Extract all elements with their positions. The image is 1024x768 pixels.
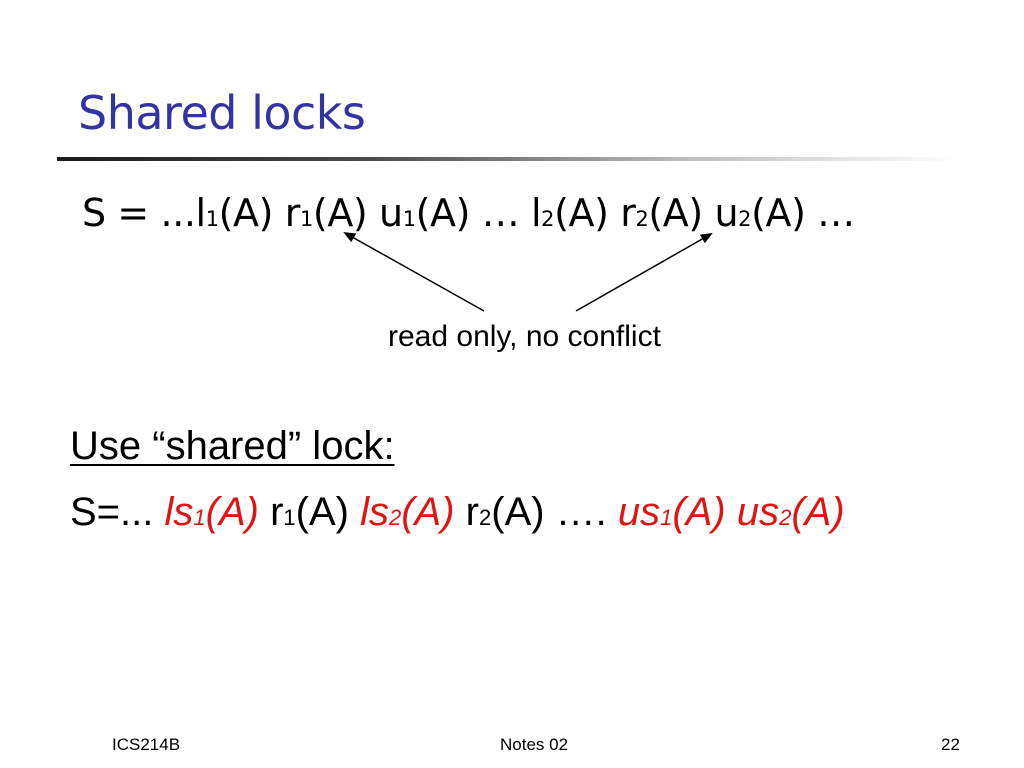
subscript: 2 — [779, 505, 792, 530]
arrow-to-r2 — [575, 233, 713, 312]
schedule-token: (A) u — [312, 191, 403, 235]
subscript: 2 — [479, 505, 492, 530]
annotation-text: read only, no conflict — [388, 320, 661, 353]
schedule-token: (A) — [205, 490, 259, 534]
schedule-token: (A) … — [751, 191, 855, 235]
schedule-token: r — [258, 490, 284, 534]
schedule-token: (A) …. — [491, 490, 618, 534]
schedule-token: ls — [164, 490, 194, 534]
arrow-to-r1 — [343, 232, 485, 312]
footer-notes: Notes 02 — [500, 735, 569, 754]
schedule-token: (A) r — [554, 191, 636, 235]
schedule-token: (A) — [672, 490, 737, 534]
schedule-token: r — [454, 490, 479, 534]
schedule-token: us — [617, 490, 661, 534]
schedule-token: (A) — [401, 490, 455, 534]
shared-lock-heading: Use “shared” lock: — [70, 424, 395, 468]
subscript: 1 — [283, 505, 296, 530]
subscript: 1 — [402, 207, 416, 231]
subscript: 1 — [205, 207, 219, 231]
title-divider — [57, 157, 957, 161]
schedule-token: ls — [360, 490, 389, 534]
schedule-token: (A) r — [218, 191, 301, 235]
subscript: 2 — [738, 207, 752, 231]
schedule-token: (A) — [791, 490, 845, 534]
subscript: 2 — [388, 505, 402, 530]
subscript: 1 — [299, 207, 313, 231]
schedule-token: (A) — [295, 490, 361, 534]
subscript: 1 — [193, 505, 206, 530]
footer-course: ICS214B — [112, 735, 181, 754]
subscript: 2 — [635, 207, 649, 231]
subscript: 2 — [541, 207, 555, 231]
subscript: 1 — [660, 505, 673, 530]
schedule-token: (A) u — [648, 191, 739, 235]
schedule-line-2: S=... ls1(A) r1(A) ls2(A) r2(A) …. us1(A… — [70, 492, 845, 532]
schedule-line-1: S = ...l1(A) r1(A) u1(A) … l2(A) r2(A) u… — [82, 194, 855, 232]
schedule-token: S = ...l — [82, 191, 206, 235]
schedule-token: (A) … l — [415, 191, 542, 235]
slide-title: Shared locks — [78, 86, 366, 140]
schedule-token: us — [736, 490, 780, 534]
schedule-token: S=... — [70, 490, 165, 534]
footer-page-number: 22 — [941, 735, 960, 754]
